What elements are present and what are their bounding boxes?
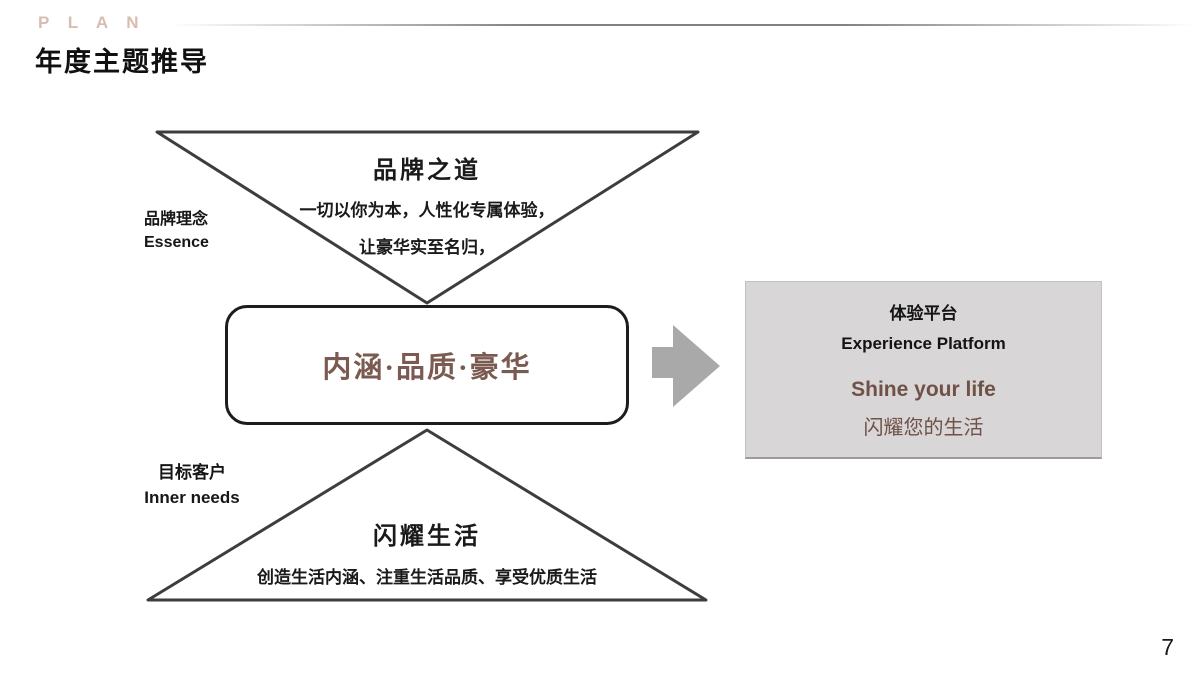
bottom-triangle-subtitle: 创造生活内涵、注重生活品质、享受优质生活 — [257, 568, 597, 587]
experience-platform-box: 体验平台 Experience Platform Shine your life… — [745, 281, 1102, 459]
result-title-en: Experience Platform — [841, 334, 1006, 353]
inner-needs-label-zh: 目标客户 — [158, 463, 226, 482]
top-triangle-line1: 一切以你为本，人性化专属体验， — [299, 201, 555, 220]
header-divider-line — [170, 24, 1196, 26]
top-triangle-shape — [155, 130, 700, 305]
bottom-triangle-title: 闪耀生活 — [373, 523, 481, 550]
eyebrow-label: P L A N — [38, 13, 146, 32]
essence-side-label: 品牌理念 Essence — [144, 208, 209, 254]
bottom-triangle-shape — [146, 428, 708, 602]
inner-needs-side-label: 目标客户 Inner needs — [138, 461, 246, 510]
core-value-text: 内涵·品质·豪华 — [322, 352, 532, 384]
core-value-box: 内涵·品质·豪华 — [225, 305, 629, 425]
essence-label-zh: 品牌理念 — [144, 211, 209, 228]
inner-needs-label-en: Inner needs — [144, 487, 240, 507]
result-slogan-zh: 闪耀您的生活 — [863, 417, 984, 439]
top-triangle-line2: 让豪华实至名归， — [359, 238, 495, 257]
result-slogan-en: Shine your life — [851, 378, 996, 401]
top-triangle-title: 品牌之道 — [373, 157, 481, 184]
right-arrow-icon — [652, 325, 720, 407]
result-title-zh: 体验平台 — [889, 304, 958, 323]
page-title: 年度主题推导 — [35, 47, 209, 77]
essence-label-en: Essence — [144, 234, 209, 252]
page-number: 7 — [1161, 634, 1174, 660]
